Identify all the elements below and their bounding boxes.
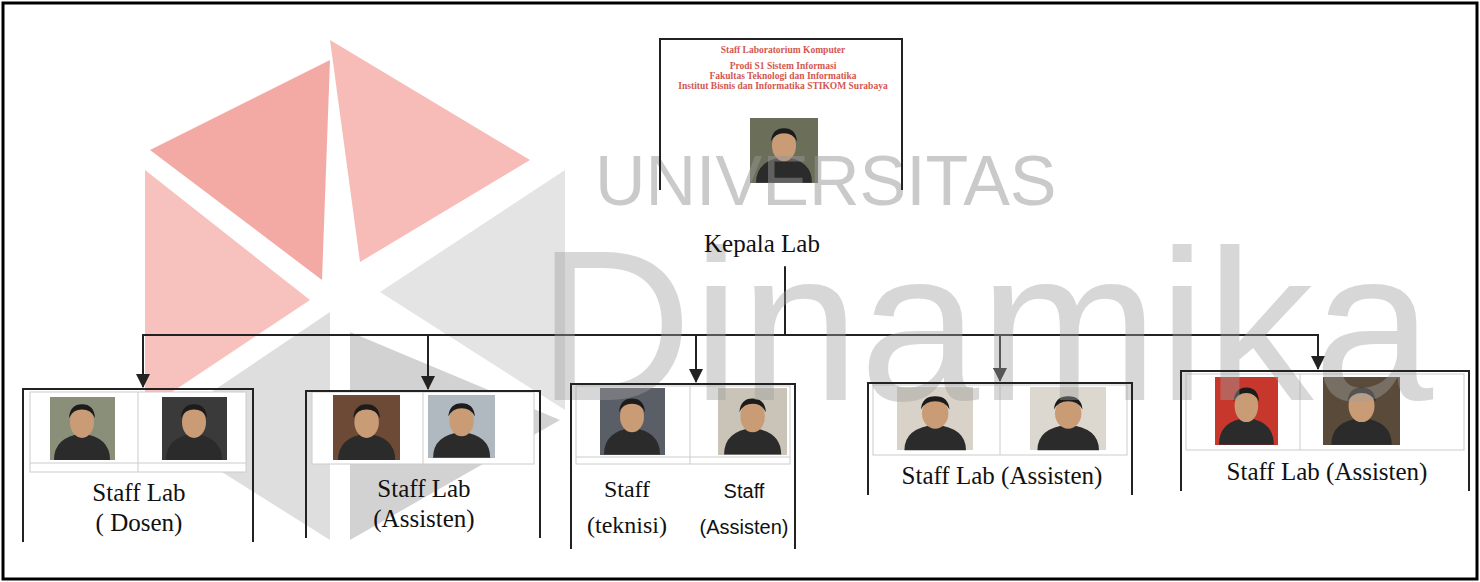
card-subheading: Prodi S1 Sistem Informasi [730,61,837,72]
role-label: Staff (Assisten) [699,473,790,545]
role-label: Staff Lab (Assisten) [1227,458,1428,487]
card-subheading: Fakultas Teknologi dan Informatika [709,71,856,82]
staff-card: Staff Lab (Assisten) [305,390,541,538]
table-row [576,457,790,458]
staff-card: Staff Lab (Assisten) [1180,370,1470,491]
card-subheading: Institut Bisnis dan Informatika STIKOM S… [678,81,887,92]
lab-head-card: Staff Laboratorium KomputerProdi S1 Sist… [659,38,903,190]
role-label: Staff Lab (Assisten) [372,474,476,534]
table-divider [423,392,424,464]
photo [333,395,400,460]
photo [162,397,227,460]
role-label: Staff (teknisi) [586,471,668,543]
photo-table [312,392,534,464]
watermark-text: UNIVERSITAS [595,146,1057,216]
staff-card: Staff Lab (Assisten) [867,382,1133,495]
role-label: Staff Lab ( Dosen) [91,478,187,538]
role-label: Staff Lab (Assisten) [902,462,1103,491]
table-row [30,463,246,464]
photo [428,395,495,458]
staff-card: Staff Lab ( Dosen) [22,388,254,542]
photo [50,397,115,460]
table-divider [138,392,139,472]
photo-table [30,392,246,472]
role-label: Kepala Lab [704,230,820,259]
outer-frame [3,3,1477,579]
staff-card: Staff (teknisi) Staff (Assisten) [570,383,796,549]
watermark-text: Dinamika [537,218,1433,433]
card-heading: Staff Laboratorium Komputer [721,45,846,56]
